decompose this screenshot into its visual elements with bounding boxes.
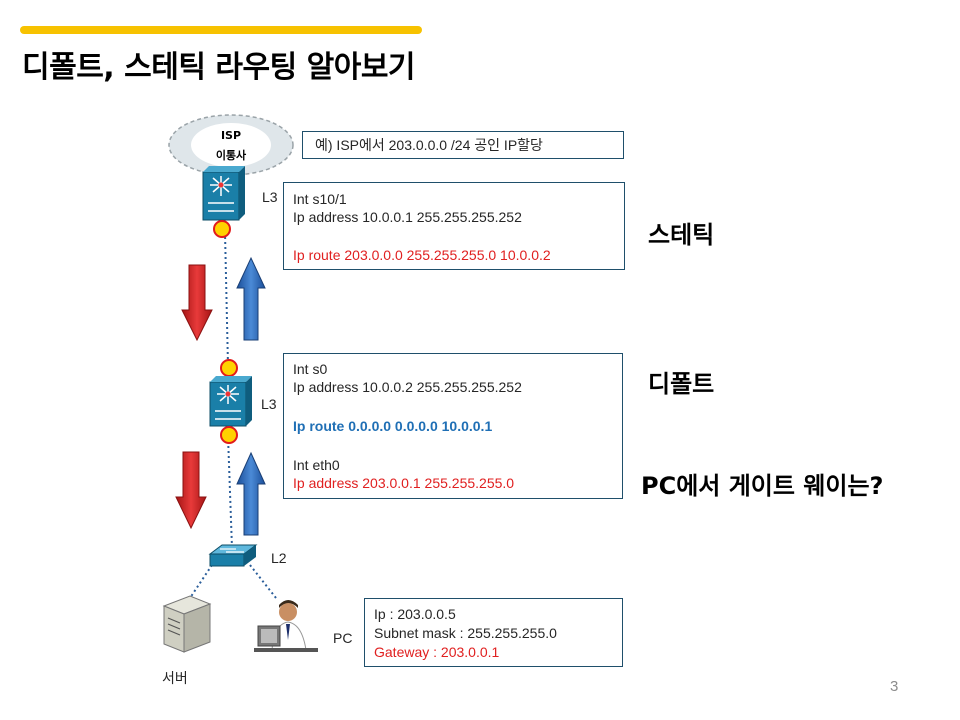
router-top-config-box: Int s10/1 Ip address 10.0.0.1 255.255.25… xyxy=(283,182,625,270)
link-line xyxy=(227,435,233,549)
interface-dot xyxy=(213,220,231,238)
page-number: 3 xyxy=(890,678,899,695)
isp-cloud-label: ISP 이통사 xyxy=(186,126,276,166)
pc-subnet-mask: Subnet mask : 255.255.255.0 xyxy=(374,625,557,641)
config-line: Int s0 xyxy=(293,361,328,377)
pc-user-icon xyxy=(254,600,318,652)
default-label: 디폴트 xyxy=(648,370,715,398)
default-route-line: Ip route 0.0.0.0 0.0.0.0 10.0.0.1 xyxy=(293,418,493,434)
switch-icon xyxy=(208,544,258,567)
carrier-label: 이통사 xyxy=(215,149,247,162)
eth-ip-line: Ip address 203.0.0.1 255.255.255.0 xyxy=(293,475,515,491)
router-icon xyxy=(209,376,252,427)
router-top-layer-label: L3 xyxy=(262,189,278,205)
config-line: Ip address 10.0.0.1 255.255.255.252 xyxy=(293,209,522,225)
link-line xyxy=(249,564,277,599)
router-mid-config-box: Int s0 Ip address 10.0.0.2 255.255.255.2… xyxy=(283,353,623,499)
down-arrow xyxy=(175,451,207,530)
config-line: Ip address 10.0.0.2 255.255.255.252 xyxy=(293,379,522,395)
link-line xyxy=(224,231,229,367)
config-line: Int eth0 xyxy=(293,457,340,473)
isp-label: ISP xyxy=(220,129,242,142)
pc-gateway: Gateway : 203.0.0.1 xyxy=(374,644,500,660)
static-route-line: Ip route 203.0.0.0 255.255.255.0 10.0.0.… xyxy=(293,247,551,263)
gateway-question: PC에서 게이트 웨이는? xyxy=(641,472,884,500)
pc-config-box: Ip : 203.0.0.5 Subnet mask : 255.255.255… xyxy=(364,598,623,667)
switch-layer-label: L2 xyxy=(271,550,287,566)
up-arrow xyxy=(236,256,266,341)
isp-note-box: 예) ISP에서 203.0.0.0 /24 공인 IP할당 xyxy=(302,131,624,159)
down-arrow xyxy=(181,264,213,342)
title-accent-bar xyxy=(20,26,422,34)
interface-dot xyxy=(220,426,238,444)
pc-label: PC xyxy=(333,630,353,646)
static-label: 스테틱 xyxy=(648,221,715,249)
server-label: 서버 xyxy=(162,670,188,686)
isp-note: 예) ISP에서 203.0.0.0 /24 공인 IP할당 xyxy=(315,137,543,153)
interface-dot xyxy=(220,359,238,377)
config-line: Int s10/1 xyxy=(293,191,347,207)
up-arrow xyxy=(236,451,266,536)
link-line xyxy=(189,564,213,599)
server-icon xyxy=(162,595,212,653)
page-title: 디폴트, 스테틱 라우팅 알아보기 xyxy=(22,50,416,85)
router-icon xyxy=(202,166,245,221)
pc-ip: Ip : 203.0.0.5 xyxy=(374,606,456,622)
router-mid-layer-label: L3 xyxy=(261,396,277,412)
